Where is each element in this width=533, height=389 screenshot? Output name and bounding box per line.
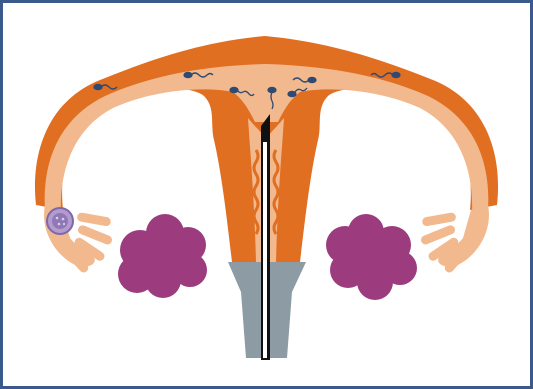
rod-icon [261,114,270,360]
egg-icon [47,208,73,234]
